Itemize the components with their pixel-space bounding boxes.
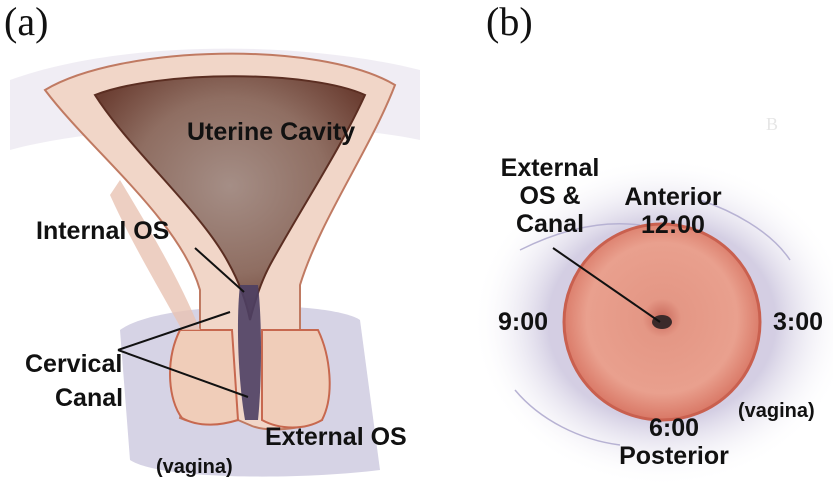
cervix-illustration bbox=[472, 157, 833, 487]
label-posterior: Posterior bbox=[619, 442, 729, 470]
leader-external-os-b bbox=[552, 247, 661, 323]
label-external-os: External OS bbox=[265, 423, 407, 451]
uterine-side-shade bbox=[110, 180, 200, 330]
leader-cervical-canal-upper bbox=[117, 311, 231, 351]
leader-internal-os bbox=[194, 247, 245, 293]
label-external: External bbox=[500, 154, 600, 182]
watermark-letter: B bbox=[766, 114, 779, 134]
label-os-and: OS & bbox=[519, 182, 581, 210]
label-internal-os: Internal OS bbox=[36, 217, 170, 245]
label-uterine-cavity: Uterine Cavity bbox=[187, 118, 356, 146]
vaginal-folds bbox=[514, 199, 791, 446]
label-three: 3:00 bbox=[773, 308, 824, 336]
uterus-illustration bbox=[10, 48, 420, 477]
cervical-canal bbox=[237, 285, 261, 420]
uterine-cavity bbox=[93, 75, 367, 321]
label-twelve: 12:00 bbox=[641, 211, 705, 239]
label-canal-b: Canal bbox=[515, 210, 585, 238]
label-anterior: Anterior bbox=[624, 183, 722, 211]
label-anterior-group: Anterior 12:00 bbox=[608, 183, 738, 239]
label-six: 6:00 bbox=[648, 414, 700, 442]
label-posterior-group: 6:00 Posterior bbox=[604, 414, 744, 470]
external-os-opening bbox=[652, 315, 672, 329]
cervix-lip-left bbox=[169, 329, 240, 426]
label-external-os-canal: External OS & Canal bbox=[480, 154, 620, 238]
leader-lines bbox=[117, 247, 661, 398]
panel-label-a: (a) bbox=[4, 0, 49, 44]
label-canal: Canal bbox=[55, 384, 124, 412]
cervix-lip-right bbox=[261, 329, 331, 429]
panel-label-b: (b) bbox=[486, 0, 533, 44]
leader-cervical-canal-lower bbox=[117, 349, 249, 398]
label-vagina-a: (vagina) bbox=[156, 456, 233, 478]
label-cervical: Cervical bbox=[25, 350, 123, 378]
label-vagina-b: (vagina) bbox=[738, 400, 815, 422]
label-nine: 9:00 bbox=[498, 308, 549, 336]
